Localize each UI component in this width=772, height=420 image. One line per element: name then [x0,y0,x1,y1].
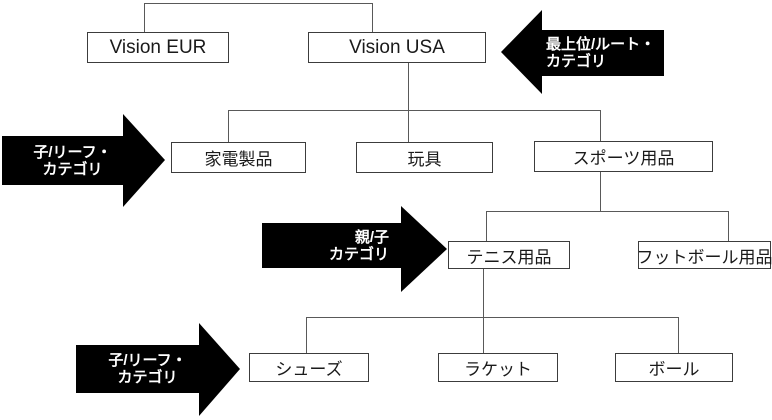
connector-line [483,269,484,353]
node-ball: ボール [615,353,733,382]
annotation-text-line: カテゴリ [546,53,607,70]
node-label: テニス用品 [466,247,552,267]
node-gangu: 玩具 [356,142,493,173]
node-racket: ラケット [438,353,558,382]
annotation-label: 親/子 カテゴリ [262,223,401,268]
node-football-yohin: フットボール用品 [636,241,772,269]
annotation-text-line: カテゴリ [42,160,103,178]
connector-line [144,3,373,4]
arrow-right-icon [401,206,447,292]
connector-line [728,211,729,241]
connector-line [228,110,601,111]
connector-line [144,3,145,32]
connector-line [486,211,487,241]
annotation-label: 最上位/ルート・ カテゴリ [542,30,664,76]
annotation-label: 子/リーフ・ カテゴリ [76,345,199,393]
node-shoes: シューズ [249,353,369,382]
node-vision-usa: Vision USA [308,32,486,63]
node-sports-yohin: スポーツ用品 [534,141,713,172]
connector-line [372,3,373,32]
node-label: Vision USA [349,36,445,58]
arrow-right-icon [199,323,240,416]
arrow-left-icon [501,10,542,94]
annotation-text-line: 親/子 [354,228,389,246]
annotation-text-line: カテゴリ [117,369,178,386]
connector-line [306,317,307,353]
annotation-text-line: 最上位/ルート・ [546,36,656,53]
annotation-text-line: 子/リーフ・ [108,352,187,369]
node-kaden-seihin: 家電製品 [171,142,306,173]
connector-line [228,110,229,142]
node-label: スポーツ用品 [572,149,675,168]
arrow-right-icon [123,114,165,207]
node-label: Vision EUR [109,36,207,58]
connector-line [486,211,729,212]
node-label: 家電製品 [204,150,273,169]
node-label: 玩具 [407,150,442,169]
annotation-label: 子/リーフ・ カテゴリ [2,136,123,185]
node-label: ボール [648,360,700,379]
connector-line [600,110,601,141]
connector-line [306,317,679,318]
annotation-text-line: 子/リーフ・ [33,143,112,161]
node-label: ラケット [464,360,532,379]
connector-line [408,63,409,142]
connector-line [678,317,679,353]
node-vision-eur: Vision EUR [87,32,229,63]
connector-line [600,172,601,211]
node-label: フットボール用品 [636,247,772,267]
node-label: シューズ [275,360,343,379]
node-tennis-yohin: テニス用品 [448,241,570,269]
annotation-text-line: カテゴリ [328,245,389,263]
